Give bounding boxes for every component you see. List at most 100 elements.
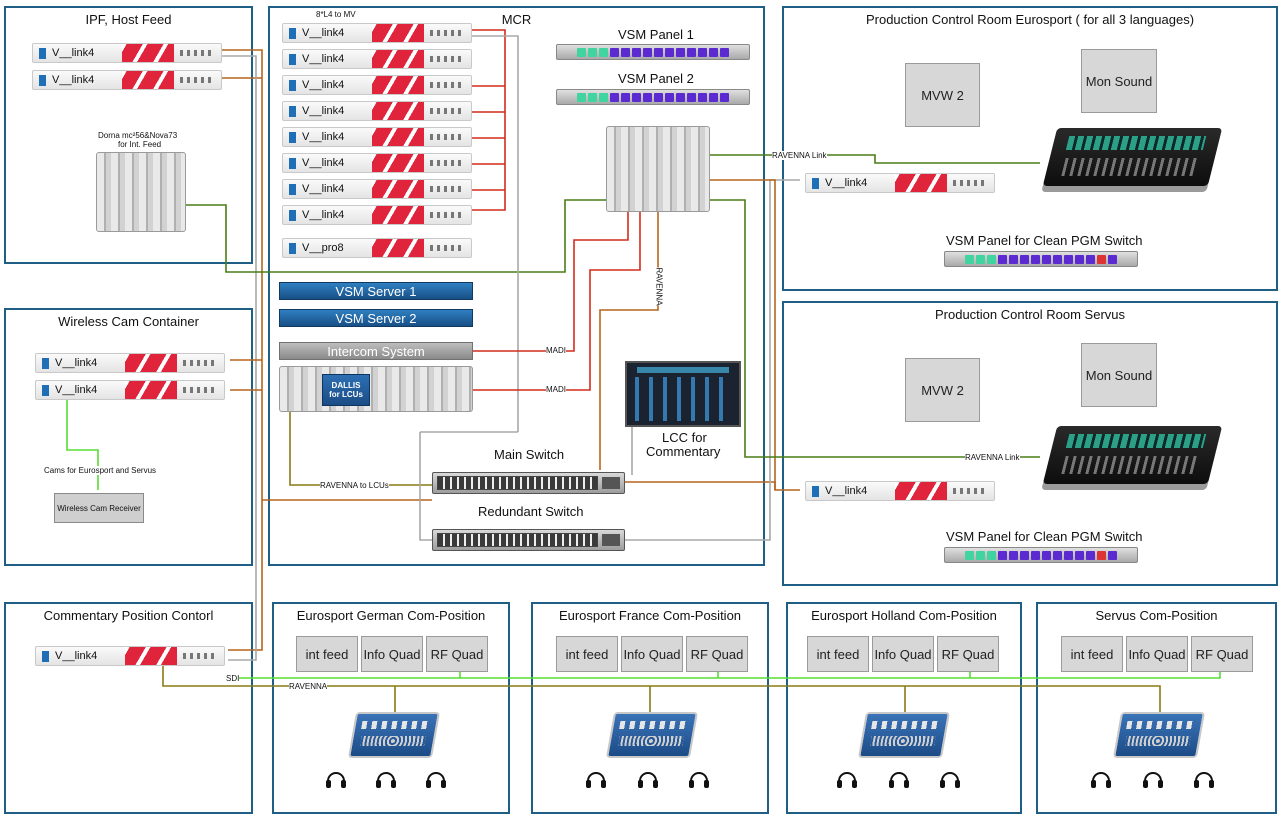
ports-icon [430,30,465,36]
vlink4-commentary: V__link4 [35,646,225,666]
ports-icon [183,387,218,393]
cams-label: Cams for Eurosport and Servus [44,466,157,475]
lcc-label-2: Commentary [646,444,721,459]
vlink4-mcr-1: V__link4 [282,23,472,43]
intercom-system: Intercom System [279,342,473,360]
red-stripe-icon [372,50,424,68]
zone-title: IPF, Host Feed [85,12,172,27]
vsm-server-frame-icon [606,126,710,212]
france-commentary-unit-icon [605,712,699,758]
ports-icon [180,50,215,56]
vsm-clean-label-eurosport: VSM Panel for Clean PGM Switch [946,233,1143,248]
red-stripe-icon [125,381,177,399]
mvw-servus: MVW 2 [905,358,980,422]
red-stripe-icon [372,128,424,146]
german-commentary-unit-icon [347,712,441,758]
headphones-icon [889,772,909,788]
holland-int-feed: int feed [807,636,869,672]
ports-icon [437,533,598,547]
vlink-logo-icon [289,105,296,117]
vlink-logo-icon [42,384,49,396]
german-rf-quad: RF Quad [426,636,488,672]
ports-icon [430,134,465,140]
vlink4-mcr-8: V__link4 [282,205,472,225]
holland-rf-quad: RF Quad [937,636,999,672]
ravenna-com-label: RAVENNA [289,682,328,691]
vsm-panel-2 [556,89,750,105]
device-label: V__link4 [302,209,345,221]
dallis-subtitle: for LCUs [329,390,363,399]
holland-commentary-unit-icon [857,712,951,758]
vlink-logo-icon [42,357,49,369]
ports-icon [437,476,598,490]
zone-title: Commentary Position Contorl [43,608,214,623]
vsm-server-2: VSM Server 2 [279,309,473,327]
audio-console-servus-icon [1042,426,1223,484]
vlink-logo-icon [289,209,296,221]
vlink-logo-icon [812,177,819,189]
zone-title: Eurosport Holland Com-Position [811,608,997,623]
vlink4-mcr-2: V__link4 [282,49,472,69]
german-info-quad: Info Quad [361,636,423,672]
vlink4-wireless-1: V__link4 [35,353,225,373]
red-stripe-icon [372,180,424,198]
headphones-icon [940,772,960,788]
red-stripe-icon [125,354,177,372]
headphones-icon [1091,772,1111,788]
wireless-cam-receiver: Wireless Cam Receiver [54,493,144,523]
vlink4-pcr-eurosport: V__link4 [805,173,995,193]
audio-console-eurosport-icon [1042,128,1223,186]
zone-title: Wireless Cam Container [58,314,199,329]
vlink-logo-icon [289,157,296,169]
ports-icon [430,186,465,192]
vlink-logo-icon [289,53,296,65]
ravenna-link-label-2: RAVENNA Link [965,453,1020,462]
france-int-feed: int feed [556,636,618,672]
vlink4-mcr-7: V__link4 [282,179,472,199]
mv-note: 8*L4 to MV [316,10,356,19]
holland-info-quad: Info Quad [872,636,934,672]
headphones-icon [426,772,446,788]
dorna-label-2: for Int. Feed [118,140,162,149]
ports-icon [183,653,218,659]
ports-icon [430,56,465,62]
vsm-panel-1-label: VSM Panel 1 [618,27,694,42]
ports-icon [953,180,988,186]
device-label: V__link4 [55,650,98,662]
german-int-feed: int feed [296,636,358,672]
zone-title: Eurosport German Com-Position [296,608,486,623]
zone-title: Production Control Room Eurosport ( for … [865,12,1195,27]
vlink4-ipf-1: V__link4 [32,43,222,63]
device-label: V__link4 [302,131,345,143]
vlink4-ipf-2: V__link4 [32,70,222,90]
servus-int-feed: int feed [1061,636,1123,672]
dallis-badge: DALLIS for LCUs [322,374,370,406]
red-stripe-icon [895,174,947,192]
red-stripe-icon [372,206,424,224]
device-label: V__link4 [302,105,345,117]
madi-label-1: MADI [546,346,566,355]
zone-title: Eurosport France Com-Position [558,608,742,623]
ports-icon [183,360,218,366]
vlink4-mcr-3: V__link4 [282,75,472,95]
ravenna-link-label-1: RAVENNA Link [772,151,827,160]
vlink-logo-icon [289,242,296,254]
main-switch-label: Main Switch [494,447,565,462]
vlink-logo-icon [812,485,819,497]
ravenna-vertical-label: RAVENNA [654,267,664,306]
device-label: V__link4 [55,357,98,369]
lcc-screen-icon [625,361,741,427]
vlink-logo-icon [39,47,46,59]
red-stripe-icon [372,154,424,172]
vlink-logo-icon [289,183,296,195]
device-label: V__link4 [302,53,345,65]
dallis-frame-icon [279,366,473,412]
vlink4-mcr-5: V__link4 [282,127,472,147]
zone-commentary-position-control: Commentary Position Contorl [4,602,253,814]
headphones-icon [689,772,709,788]
france-rf-quad: RF Quad [686,636,748,672]
headphones-icon [376,772,396,788]
device-label: V__link4 [302,183,345,195]
sfp-icon [602,477,620,489]
vpro8-mcr: V__pro8 [282,238,472,258]
